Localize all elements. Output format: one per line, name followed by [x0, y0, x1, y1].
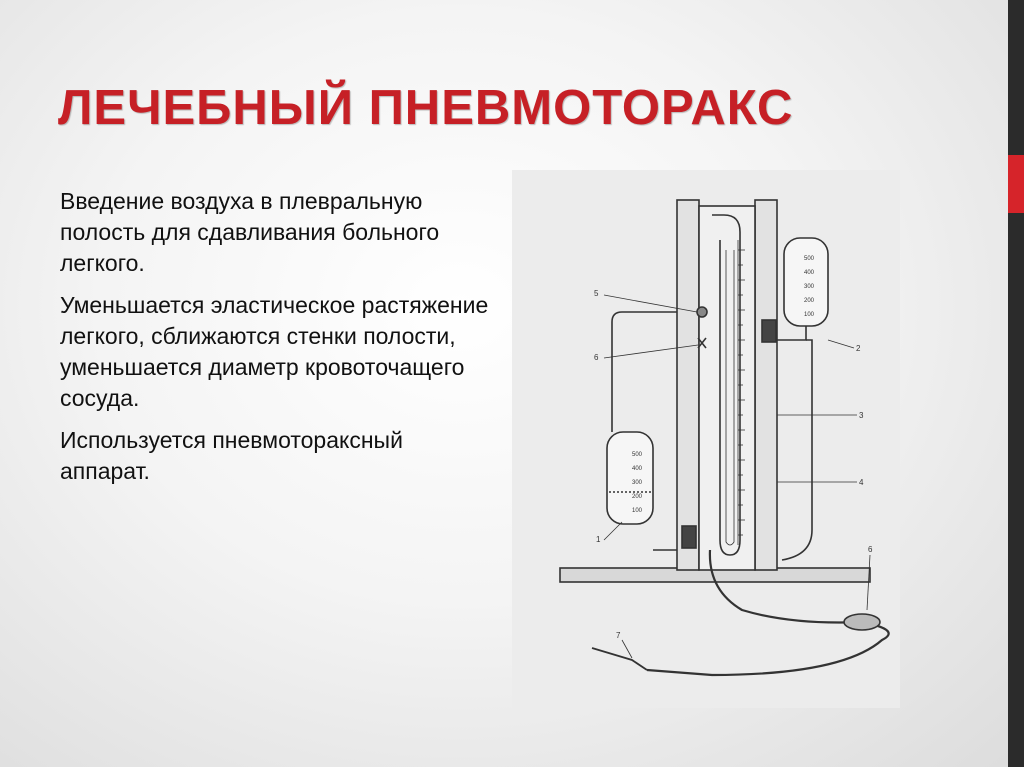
- paragraph-intro: Введение воздуха в плевральную полость д…: [60, 188, 440, 276]
- svg-text:500: 500: [632, 452, 643, 458]
- svg-text:200: 200: [804, 298, 815, 304]
- side-accent-red-mark: [1008, 155, 1024, 213]
- paragraph-effects: Уменьшается эластическое растяжение легк…: [60, 292, 489, 411]
- callout-1: 1: [596, 535, 601, 544]
- svg-text:400: 400: [804, 270, 815, 276]
- callout-4: 4: [859, 478, 864, 487]
- valve-5: [696, 306, 708, 318]
- tube-right-long: [781, 339, 813, 561]
- side-accent-bar: [1008, 0, 1024, 767]
- needle: [591, 647, 648, 671]
- callout-6-right: 6: [868, 545, 873, 554]
- svg-text:200: 200: [632, 494, 643, 500]
- lower-vessel: [606, 431, 654, 525]
- frame-left-post: [676, 199, 700, 571]
- u-tube-inner: [725, 250, 735, 546]
- apparatus-diagram-icon: 500 400 300 200 100 500 400 300 200 100: [559, 199, 890, 677]
- svg-text:300: 300: [632, 480, 643, 486]
- svg-text:100: 100: [632, 508, 643, 514]
- valve-upper: [761, 319, 777, 343]
- svg-text:500: 500: [804, 256, 815, 262]
- callout-2: 2: [856, 344, 861, 353]
- valve-6-cross: [697, 337, 707, 349]
- lower-vessel-scale: 500 400 300 200 100: [632, 452, 643, 514]
- valve-lower: [681, 525, 697, 549]
- callout-lines: [603, 294, 871, 659]
- pneumothorax-apparatus-figure: 500 400 300 200 100 500 400 300 200 100: [512, 170, 900, 708]
- tube-upper-left: [611, 311, 677, 432]
- frame-right-post: [754, 199, 778, 571]
- callout-labels: 5 6 2 3 4 1 6 7: [594, 289, 873, 640]
- callout-5: 5: [594, 289, 599, 298]
- callout-3: 3: [859, 411, 864, 420]
- u-tube-manometer: [712, 214, 741, 556]
- svg-text:100: 100: [804, 312, 815, 318]
- slide-title: ЛЕЧЕБНЫЙ ПНЕВМОТОРАКС: [58, 81, 794, 135]
- svg-text:400: 400: [632, 466, 643, 472]
- svg-text:300: 300: [804, 284, 815, 290]
- rubber-bulb: [843, 613, 881, 631]
- callout-7: 7: [616, 631, 621, 640]
- callout-6-left: 6: [594, 353, 599, 362]
- upper-vessel-scale: 500 400 300 200 100: [804, 256, 815, 318]
- manometer-board: [698, 205, 756, 571]
- paragraph-apparatus: Используется пневмотораксный аппарат.: [60, 427, 403, 484]
- body-text: Введение воздуха в плевральную полость д…: [60, 186, 490, 498]
